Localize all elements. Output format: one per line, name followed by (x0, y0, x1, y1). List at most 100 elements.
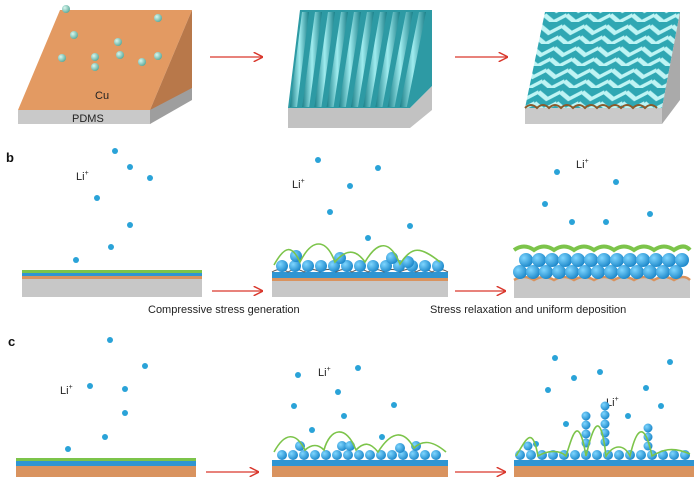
flat-electrode-b1 (22, 270, 202, 297)
li-sphere (289, 260, 301, 272)
cu-pdms-substrate (18, 10, 192, 124)
li-ions-b2 (315, 157, 413, 241)
li-sphere (570, 450, 580, 460)
li-sphere (295, 441, 305, 451)
li-ion-label-c2: Li+ (318, 366, 331, 379)
li-sphere (600, 410, 610, 420)
li-sphere (636, 450, 646, 460)
ridge (302, 12, 322, 107)
ridge (399, 12, 426, 107)
li-sphere (395, 443, 405, 453)
li-ions-c1 (65, 337, 148, 452)
li-sphere (409, 450, 419, 460)
li-sphere (387, 450, 397, 460)
li-sphere (614, 450, 624, 460)
li-sphere (604, 265, 618, 279)
li-sphere (302, 260, 314, 272)
li-sphere (592, 450, 602, 460)
panel-letter-c: c (8, 334, 15, 349)
caption-compressive: Compressive stress generation (148, 304, 300, 316)
li-sphere (276, 260, 288, 272)
li-ion-label-b3: Li+ (576, 158, 589, 171)
li-sphere (545, 253, 559, 267)
li-sphere (432, 260, 444, 272)
panel-b: b Li+ Compressive stress generation Li+ (6, 148, 692, 316)
li-sphere (277, 450, 287, 460)
li-deposit-b3 (513, 253, 689, 279)
li-sphere (669, 265, 683, 279)
ridge (314, 12, 335, 107)
li-sphere (675, 253, 689, 267)
li-sphere (367, 260, 379, 272)
li-ions-b3 (542, 169, 653, 225)
li-sphere (420, 450, 430, 460)
li-sphere (662, 253, 676, 267)
li-sphere (584, 253, 598, 267)
li-sphere (623, 253, 637, 267)
li-sphere (299, 450, 309, 460)
li-sphere (558, 253, 572, 267)
li-sphere (431, 450, 441, 460)
electrode-c3 (514, 460, 694, 477)
li-sphere (603, 450, 613, 460)
ridge (351, 12, 374, 107)
li-deposit-b2 (276, 250, 444, 272)
li-ion-label-b2: Li+ (292, 178, 305, 191)
li-ion-label-c3: Li+ (606, 396, 619, 409)
li-sphere (600, 401, 610, 411)
li-sphere (591, 265, 605, 279)
electrode-c2 (272, 460, 448, 477)
li-sphere (617, 265, 631, 279)
li-sphere (581, 420, 591, 430)
li-sphere (519, 253, 533, 267)
sei-film-c2 (273, 431, 447, 454)
li-ions-b1 (73, 148, 153, 263)
li-sphere (354, 260, 366, 272)
li-sphere (581, 429, 591, 439)
li-ions-c2 (291, 365, 397, 440)
sei-film-b3 (512, 244, 692, 253)
sei-film-b2 (273, 243, 441, 266)
li-sphere (548, 450, 558, 460)
li-ion-label-c1: Li+ (60, 384, 73, 397)
li-sphere (597, 253, 611, 267)
li-sphere (343, 450, 353, 460)
ridge (387, 12, 413, 107)
li-sphere (523, 441, 533, 451)
panel-letter-b: b (6, 150, 14, 165)
li-sphere (532, 253, 546, 267)
wrinkled-surface (288, 10, 432, 128)
li-sphere (643, 265, 657, 279)
li-sphere (649, 253, 663, 267)
ridge (363, 12, 387, 107)
li-sphere (321, 450, 331, 460)
li-ion-label-b1: Li+ (76, 170, 89, 183)
li-sphere (315, 260, 327, 272)
panel-a: Cu PDMS (18, 5, 680, 128)
li-sphere (332, 450, 342, 460)
li-sphere (341, 260, 353, 272)
li-sphere (630, 265, 644, 279)
ion-spheres-top (58, 5, 162, 71)
sei-film-c3 (515, 425, 691, 459)
li-sphere (636, 253, 650, 267)
li-sphere (552, 265, 566, 279)
li-sphere (656, 265, 670, 279)
electrode-b3 (513, 275, 691, 298)
panel-c: c Li+ Li+ Li+ (8, 334, 694, 477)
li-sphere (337, 441, 347, 451)
li-sphere (402, 256, 414, 268)
li-sphere (610, 253, 624, 267)
li-sphere (600, 437, 610, 447)
li-sphere (565, 265, 579, 279)
li-sphere (526, 450, 536, 460)
caption-relaxation: Stress relaxation and uniform deposition (430, 304, 626, 316)
ridge (290, 12, 309, 107)
li-sphere (513, 265, 527, 279)
li-sphere (310, 450, 320, 460)
li-sphere (354, 450, 364, 460)
pdms-label: PDMS (72, 113, 104, 125)
li-sphere (669, 450, 679, 460)
li-sphere (365, 450, 375, 460)
li-sphere (643, 423, 653, 433)
